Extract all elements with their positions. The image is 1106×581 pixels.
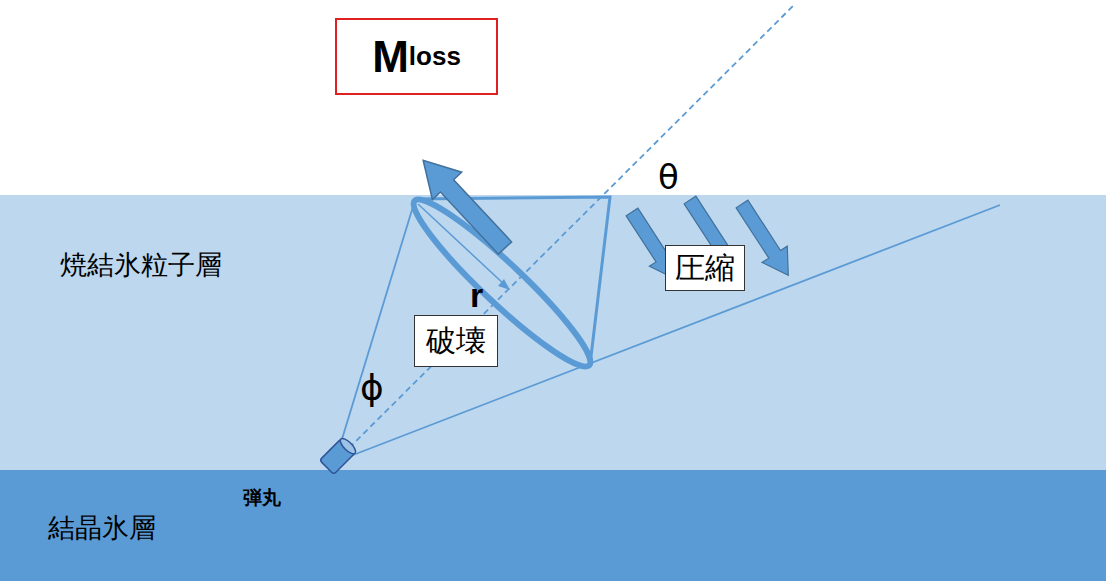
compression-box: 圧縮 <box>665 245 745 291</box>
cone-edge <box>335 200 415 462</box>
box-label: 圧縮 <box>675 249 735 287</box>
sintered-ice-layer: 焼結氷粒子層 圧縮破壊 <box>0 195 1106 470</box>
angle-label: θ <box>658 160 679 194</box>
bullet-label: 弾丸 <box>243 488 281 507</box>
box-label: 破壊 <box>426 322 486 360</box>
bullet <box>320 436 358 474</box>
sintered-layer-fill <box>0 195 1106 470</box>
compression-arrows <box>619 192 800 287</box>
mass-loss-arrow <box>409 147 520 262</box>
symbol-main: M <box>372 32 409 82</box>
fracture-box: 破壊 <box>414 315 498 367</box>
radius-label: r <box>470 278 483 312</box>
result-box: Mloss <box>335 18 498 95</box>
fracture-ellipse <box>401 186 603 380</box>
axis-line <box>335 4 795 462</box>
crystal-ice-layer: 結晶氷層 <box>0 470 1106 581</box>
crystal-layer-fill <box>0 470 1106 581</box>
radius-head <box>498 279 510 290</box>
layer-label: 焼結氷粒子層 <box>60 247 222 283</box>
symbol-subscript: loss <box>409 41 461 72</box>
layer-label: 結晶氷層 <box>48 510 156 546</box>
angle-label: ϕ <box>360 370 384 406</box>
